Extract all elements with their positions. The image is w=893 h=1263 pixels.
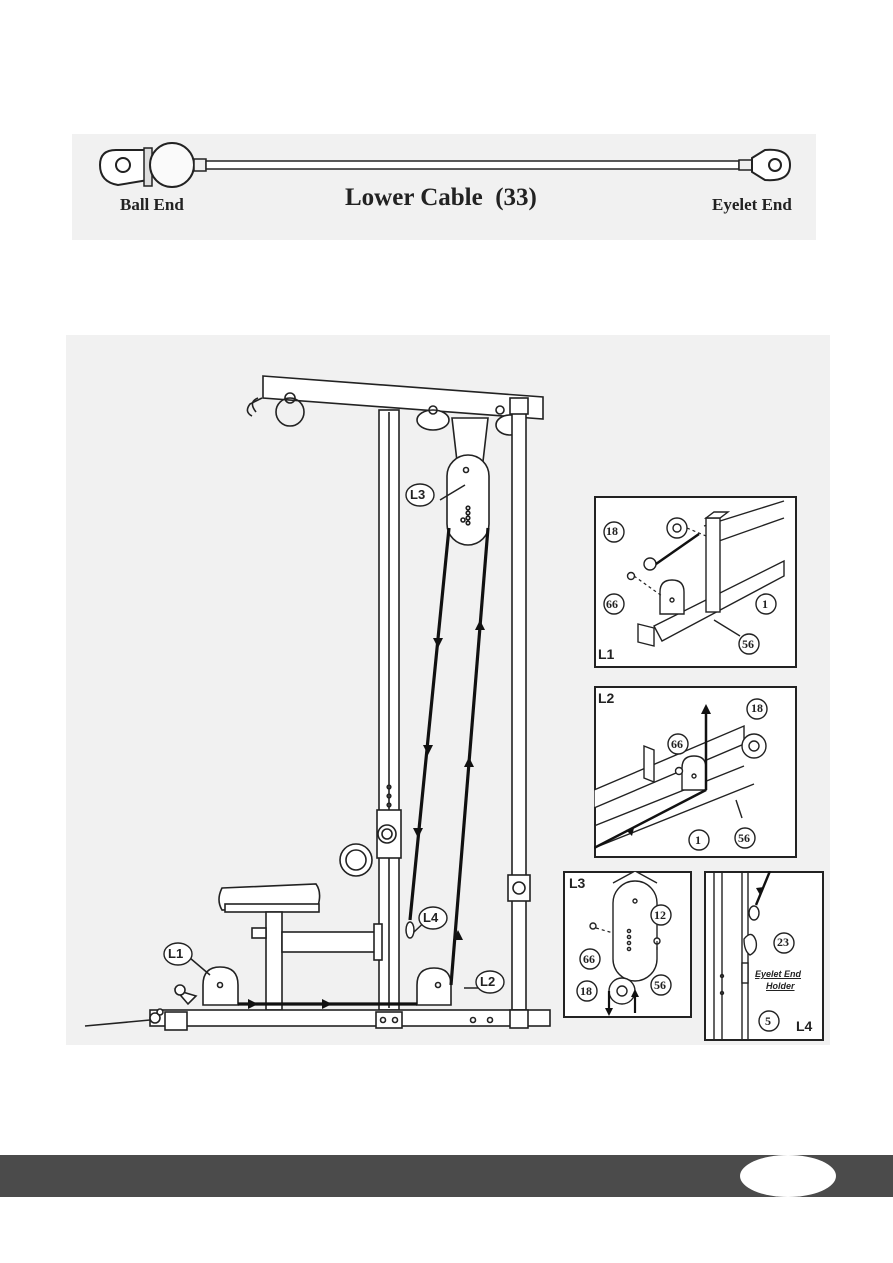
detail-box-l4 [704, 871, 824, 1041]
top-beam [262, 375, 544, 420]
eyelet-end-label: Eyelet End [712, 195, 792, 214]
l2-part-56: 56 [738, 831, 750, 845]
cable-title: Lower Cable (33) [345, 184, 537, 211]
cable-arrows [248, 620, 485, 1009]
machine-drawing [84, 375, 551, 1031]
l1-part-18: 18 [606, 524, 618, 538]
ball-end-label: Ball End [120, 195, 184, 214]
cable-panel [72, 134, 816, 240]
seat-post [265, 911, 283, 1011]
page-number-oval [740, 1155, 836, 1197]
callout-l1: L1 [168, 946, 184, 961]
detail-l3-drawing [576, 871, 672, 1016]
pulley-housing-l2 [416, 967, 452, 1006]
l4-part-5: 5 [765, 1014, 771, 1028]
detail-l2-drawing [594, 698, 768, 851]
l2-part-18: 18 [751, 701, 763, 715]
callout-l3: L3 [410, 487, 426, 502]
top-hook [246, 397, 263, 417]
callout-l2: L2 [480, 974, 496, 989]
l1-tag: L1 [598, 646, 615, 662]
l2-part-66: 66 [671, 737, 683, 751]
rear-post [511, 399, 527, 1011]
l4-tag: L4 [796, 1018, 813, 1034]
l3-part-12: 12 [654, 908, 666, 922]
pulley-housing-l1 [202, 966, 239, 1006]
l1-part-56: 56 [742, 637, 754, 651]
pulley-plate-l3 [446, 454, 490, 546]
eyelet-end [751, 148, 792, 182]
detail-l4-drawing [713, 871, 795, 1039]
l4-part-23: 23 [777, 935, 789, 949]
l3-part-56: 56 [654, 978, 666, 992]
l2-part-1: 1 [695, 833, 701, 847]
ball-end-eyelet [98, 147, 153, 187]
l3-tag: L3 [569, 875, 586, 891]
l4-holder-line2: Holder [766, 981, 795, 991]
cable-drawing [98, 142, 792, 188]
l1-part-66: 66 [606, 597, 618, 611]
l1-part-1: 1 [762, 597, 768, 611]
l3-part-66: 66 [583, 952, 595, 966]
callout-l4: L4 [423, 910, 439, 925]
l3-part-18: 18 [580, 984, 592, 998]
callouts [163, 483, 505, 994]
detail-l1-drawing [603, 500, 785, 655]
l4-holder-line1: Eyelet End [755, 969, 802, 979]
l2-tag: L2 [598, 690, 615, 706]
